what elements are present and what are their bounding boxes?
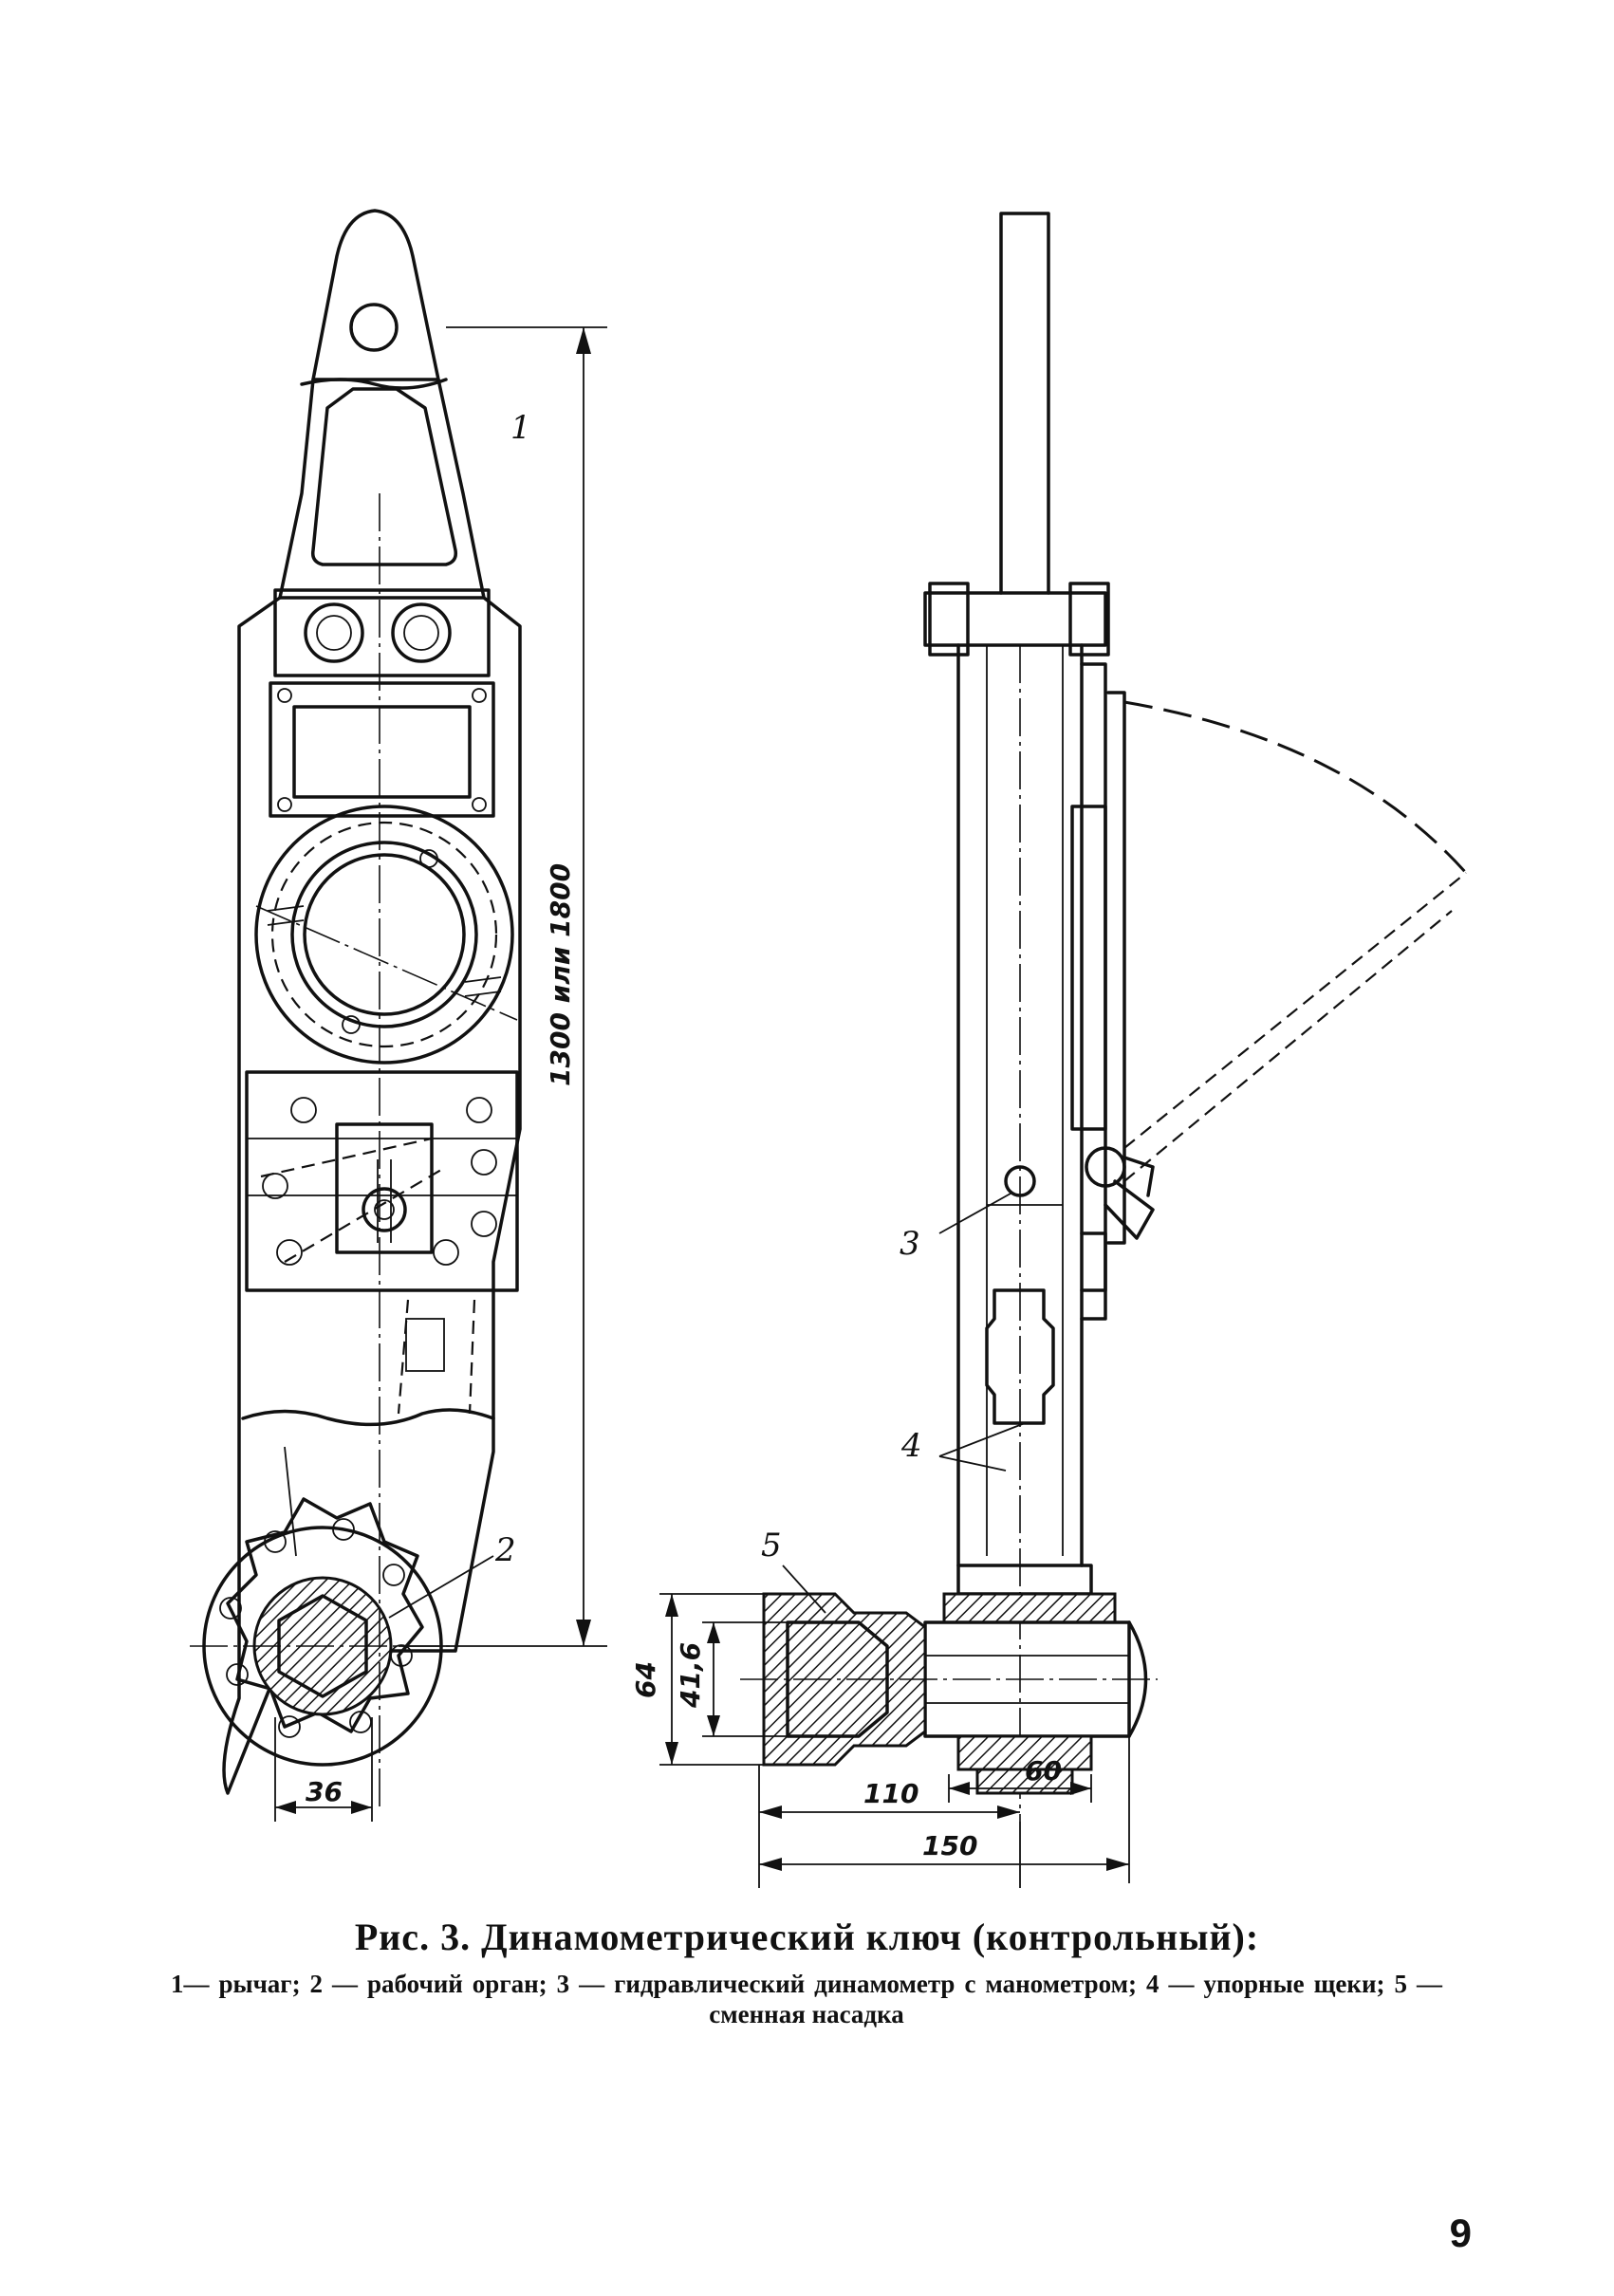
dim-60: 60	[1025, 1755, 1062, 1787]
part-label-1: 1	[510, 409, 531, 447]
part-label-3: 3	[900, 1225, 920, 1263]
dim-150: 150	[922, 1830, 977, 1861]
figure-caption-title: Рис. 3. Динамометрический ключ (контроль…	[354, 1916, 1260, 1958]
part-label-2: 2	[494, 1531, 516, 1569]
dim-110: 110	[863, 1778, 918, 1809]
part-label-5: 5	[761, 1527, 782, 1565]
lever-front-view	[190, 209, 607, 1822]
page-number: 9	[1449, 2211, 1472, 2255]
figure-caption-legend: 1— рычаг; 2 — рабочий орган; 3 — гидравл…	[171, 1970, 1442, 2028]
dim-socket-width: 36	[306, 1776, 343, 1807]
wrench-side-view	[659, 212, 1468, 1888]
dim-inner-dia: 41,6	[675, 1642, 706, 1709]
part-label-4: 4	[900, 1427, 922, 1465]
dim-length: 1300 или 1800	[545, 863, 576, 1086]
dim-outer-dia: 64	[630, 1661, 661, 1698]
wrench-drawing: 1 2 3 4 5 1300 или 1800 36 64 41,6 110 6…	[190, 209, 1468, 1888]
